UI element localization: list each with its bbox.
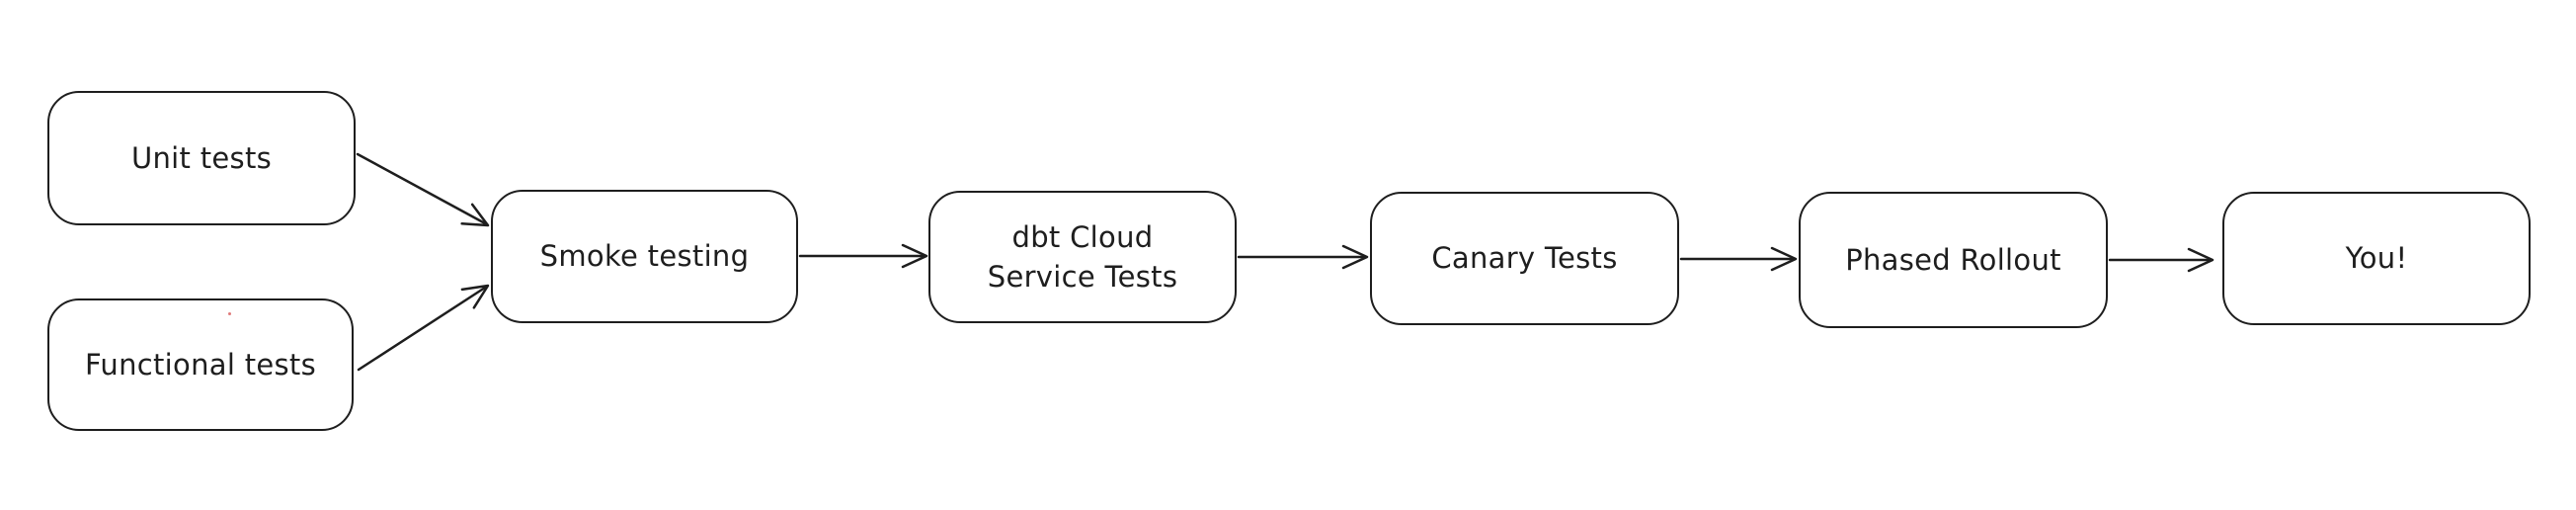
edge-canary-tests-to-phased-rollout <box>1679 246 1798 272</box>
edge-unit-tests-to-smoke-testing <box>356 152 490 227</box>
node-canary-tests-label: Canary Tests <box>1431 241 1618 276</box>
node-dbt-cloud-service-tests-label: dbt Cloud Service Tests <box>987 219 1178 294</box>
edge-smoke-testing-to-dbt-cloud-service-tests <box>798 243 928 269</box>
edge-functional-tests-to-smoke-testing <box>357 284 490 372</box>
node-canary-tests: Canary Tests <box>1370 192 1679 325</box>
red-dot-artifact <box>228 312 231 315</box>
node-you-label: You! <box>2345 241 2408 276</box>
node-dbt-cloud-service-tests: dbt Cloud Service Tests <box>928 191 1237 323</box>
edge-dbt-cloud-service-tests-to-canary-tests <box>1237 244 1369 270</box>
node-unit-tests-label: Unit tests <box>130 140 273 175</box>
node-phased-rollout-label: Phased Rollout <box>1845 242 2061 277</box>
arrow-head-icon <box>901 243 928 269</box>
arrow-head-icon <box>460 284 490 309</box>
arrow-head-icon <box>460 203 490 227</box>
node-you: You! <box>2222 192 2531 325</box>
arrow-line <box>357 286 487 372</box>
node-smoke-testing: Smoke testing <box>491 190 798 323</box>
edge-phased-rollout-to-you <box>2108 247 2214 273</box>
node-functional-tests-label: Functional tests <box>85 347 316 382</box>
node-functional-tests: Functional tests <box>47 298 354 431</box>
arrow-head-icon <box>2187 247 2214 273</box>
arrow-head-icon <box>1770 246 1798 272</box>
node-phased-rollout: Phased Rollout <box>1799 192 2108 328</box>
arrow-head-icon <box>1341 244 1369 270</box>
node-unit-tests: Unit tests <box>47 91 356 225</box>
arrow-line <box>356 152 487 225</box>
node-smoke-testing-label: Smoke testing <box>539 239 750 274</box>
